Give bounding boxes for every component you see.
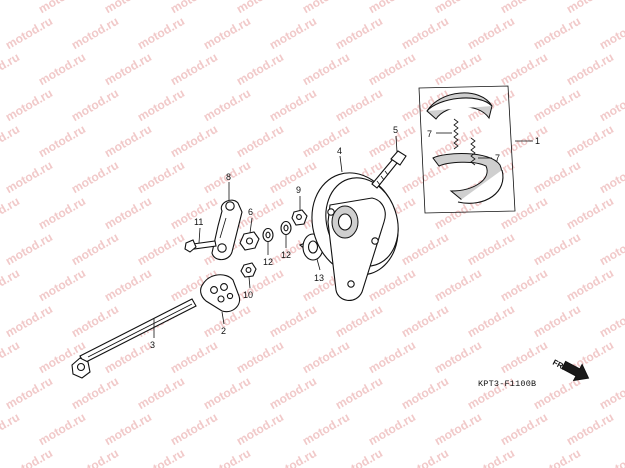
callout-labels: 1 2 3 4 5 6 7 7 8 9 10 11 12 12 13 [150,125,540,350]
part-1-lower-shoe[interactable] [432,153,504,204]
diagram-code: KPT3-F1100B [478,379,536,389]
part-12-washer-b[interactable] [280,220,292,236]
callout-12a: 12 [263,257,273,267]
callout-6: 6 [248,207,253,217]
part-3-axle-bolt[interactable] [71,298,197,379]
callout-11: 11 [194,217,203,227]
callout-5: 5 [393,125,398,135]
part-9-nut[interactable] [291,209,308,226]
callout-7b: 7 [495,153,500,163]
callout-3: 3 [150,340,155,350]
part-7-spring-a[interactable] [453,118,459,150]
callout-12b: 12 [281,250,291,260]
part-11-bolt[interactable] [184,239,217,253]
direction-arrow-icon [561,360,590,382]
part-6-nut[interactable] [239,231,260,251]
part-7-spring-b[interactable] [470,137,476,166]
part-4-brake-panel[interactable] [299,162,411,301]
callout-4: 4 [337,146,342,156]
fr-direction-indicator: FR. [551,358,590,382]
leader-lines [153,132,533,338]
part-8-brake-arm[interactable] [211,199,243,261]
part-2-cam-plate[interactable] [200,274,241,313]
callout-7a: 7 [427,129,432,139]
part-5-cam-shaft[interactable] [371,150,407,189]
callout-1: 1 [535,136,540,146]
callout-13: 13 [314,273,324,283]
callout-10: 10 [243,290,253,300]
part-12-washer-a[interactable] [262,227,274,243]
callout-2: 2 [221,326,226,336]
part-1-brake-shoe-group [418,85,516,214]
part-10-nut[interactable] [240,262,257,278]
callout-9: 9 [296,185,301,195]
callout-8: 8 [226,172,231,182]
part-1-upper-shoe[interactable] [426,92,493,120]
